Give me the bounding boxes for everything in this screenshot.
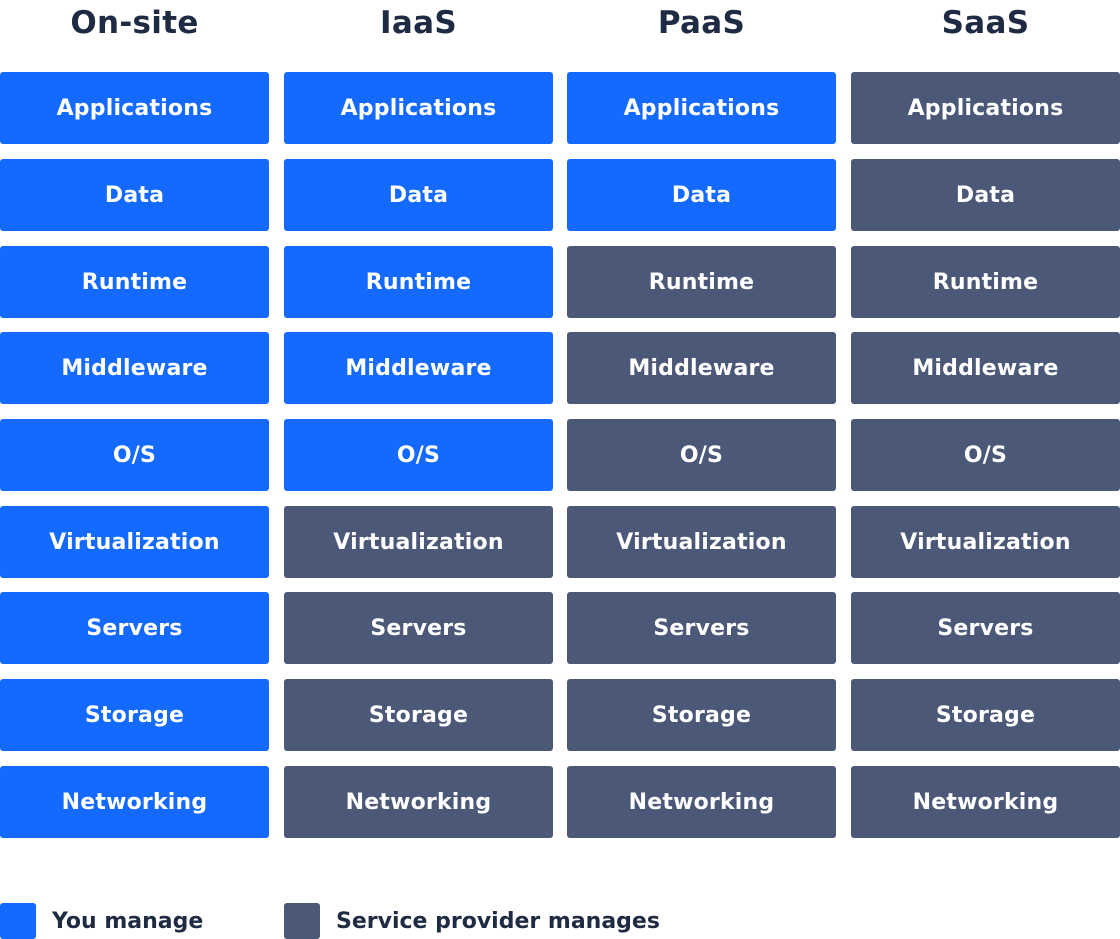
legend-provider-manages: Service provider manages: [284, 903, 660, 939]
layer-cell: Applications: [0, 72, 269, 144]
legend-label-provider: Service provider manages: [336, 908, 660, 934]
layer-cell: Data: [0, 159, 269, 231]
layer-cell: Servers: [851, 592, 1120, 664]
legend-you-manage: You manage: [0, 903, 203, 939]
legend-label-you: You manage: [52, 908, 204, 934]
layer-cell: Data: [851, 159, 1120, 231]
column-title: IaaS: [380, 5, 457, 41]
layer-cell: Networking: [851, 766, 1120, 838]
layer-cell: Runtime: [0, 246, 269, 318]
layer-cell: Middleware: [284, 332, 553, 404]
layer-cell: Runtime: [851, 246, 1120, 318]
layer-cell: Servers: [0, 592, 269, 664]
layer-cell: Applications: [851, 72, 1120, 144]
layer-cell: Virtualization: [567, 506, 836, 578]
layer-cell: Data: [284, 159, 553, 231]
layer-cell: Middleware: [567, 332, 836, 404]
layer-cell: Storage: [851, 679, 1120, 751]
layer-cell: O/S: [284, 419, 553, 491]
layer-cell: Servers: [284, 592, 553, 664]
layer-cell: Storage: [284, 679, 553, 751]
layer-cell: Virtualization: [851, 506, 1120, 578]
layer-cell: O/S: [567, 419, 836, 491]
layer-cell: Storage: [567, 679, 836, 751]
layer-cell: Virtualization: [284, 506, 553, 578]
layer-cell: O/S: [851, 419, 1120, 491]
column-title: On-site: [70, 5, 199, 41]
layer-cell: Middleware: [851, 332, 1120, 404]
legend-swatch-provider: [284, 903, 320, 939]
layer-cell: Networking: [284, 766, 553, 838]
layer-cell: Networking: [567, 766, 836, 838]
layer-cell: Data: [567, 159, 836, 231]
column-title: PaaS: [657, 5, 746, 41]
layer-cell: Runtime: [567, 246, 836, 318]
layer-cell: O/S: [0, 419, 269, 491]
layer-cell: Servers: [567, 592, 836, 664]
layer-cell: Applications: [284, 72, 553, 144]
layer-cell: Runtime: [284, 246, 553, 318]
legend-swatch-you: [0, 903, 36, 939]
layer-cell: Networking: [0, 766, 269, 838]
layer-cell: Applications: [567, 72, 836, 144]
layer-cell: Storage: [0, 679, 269, 751]
layer-cell: Virtualization: [0, 506, 269, 578]
layer-cell: Middleware: [0, 332, 269, 404]
column-title: SaaS: [941, 5, 1030, 41]
